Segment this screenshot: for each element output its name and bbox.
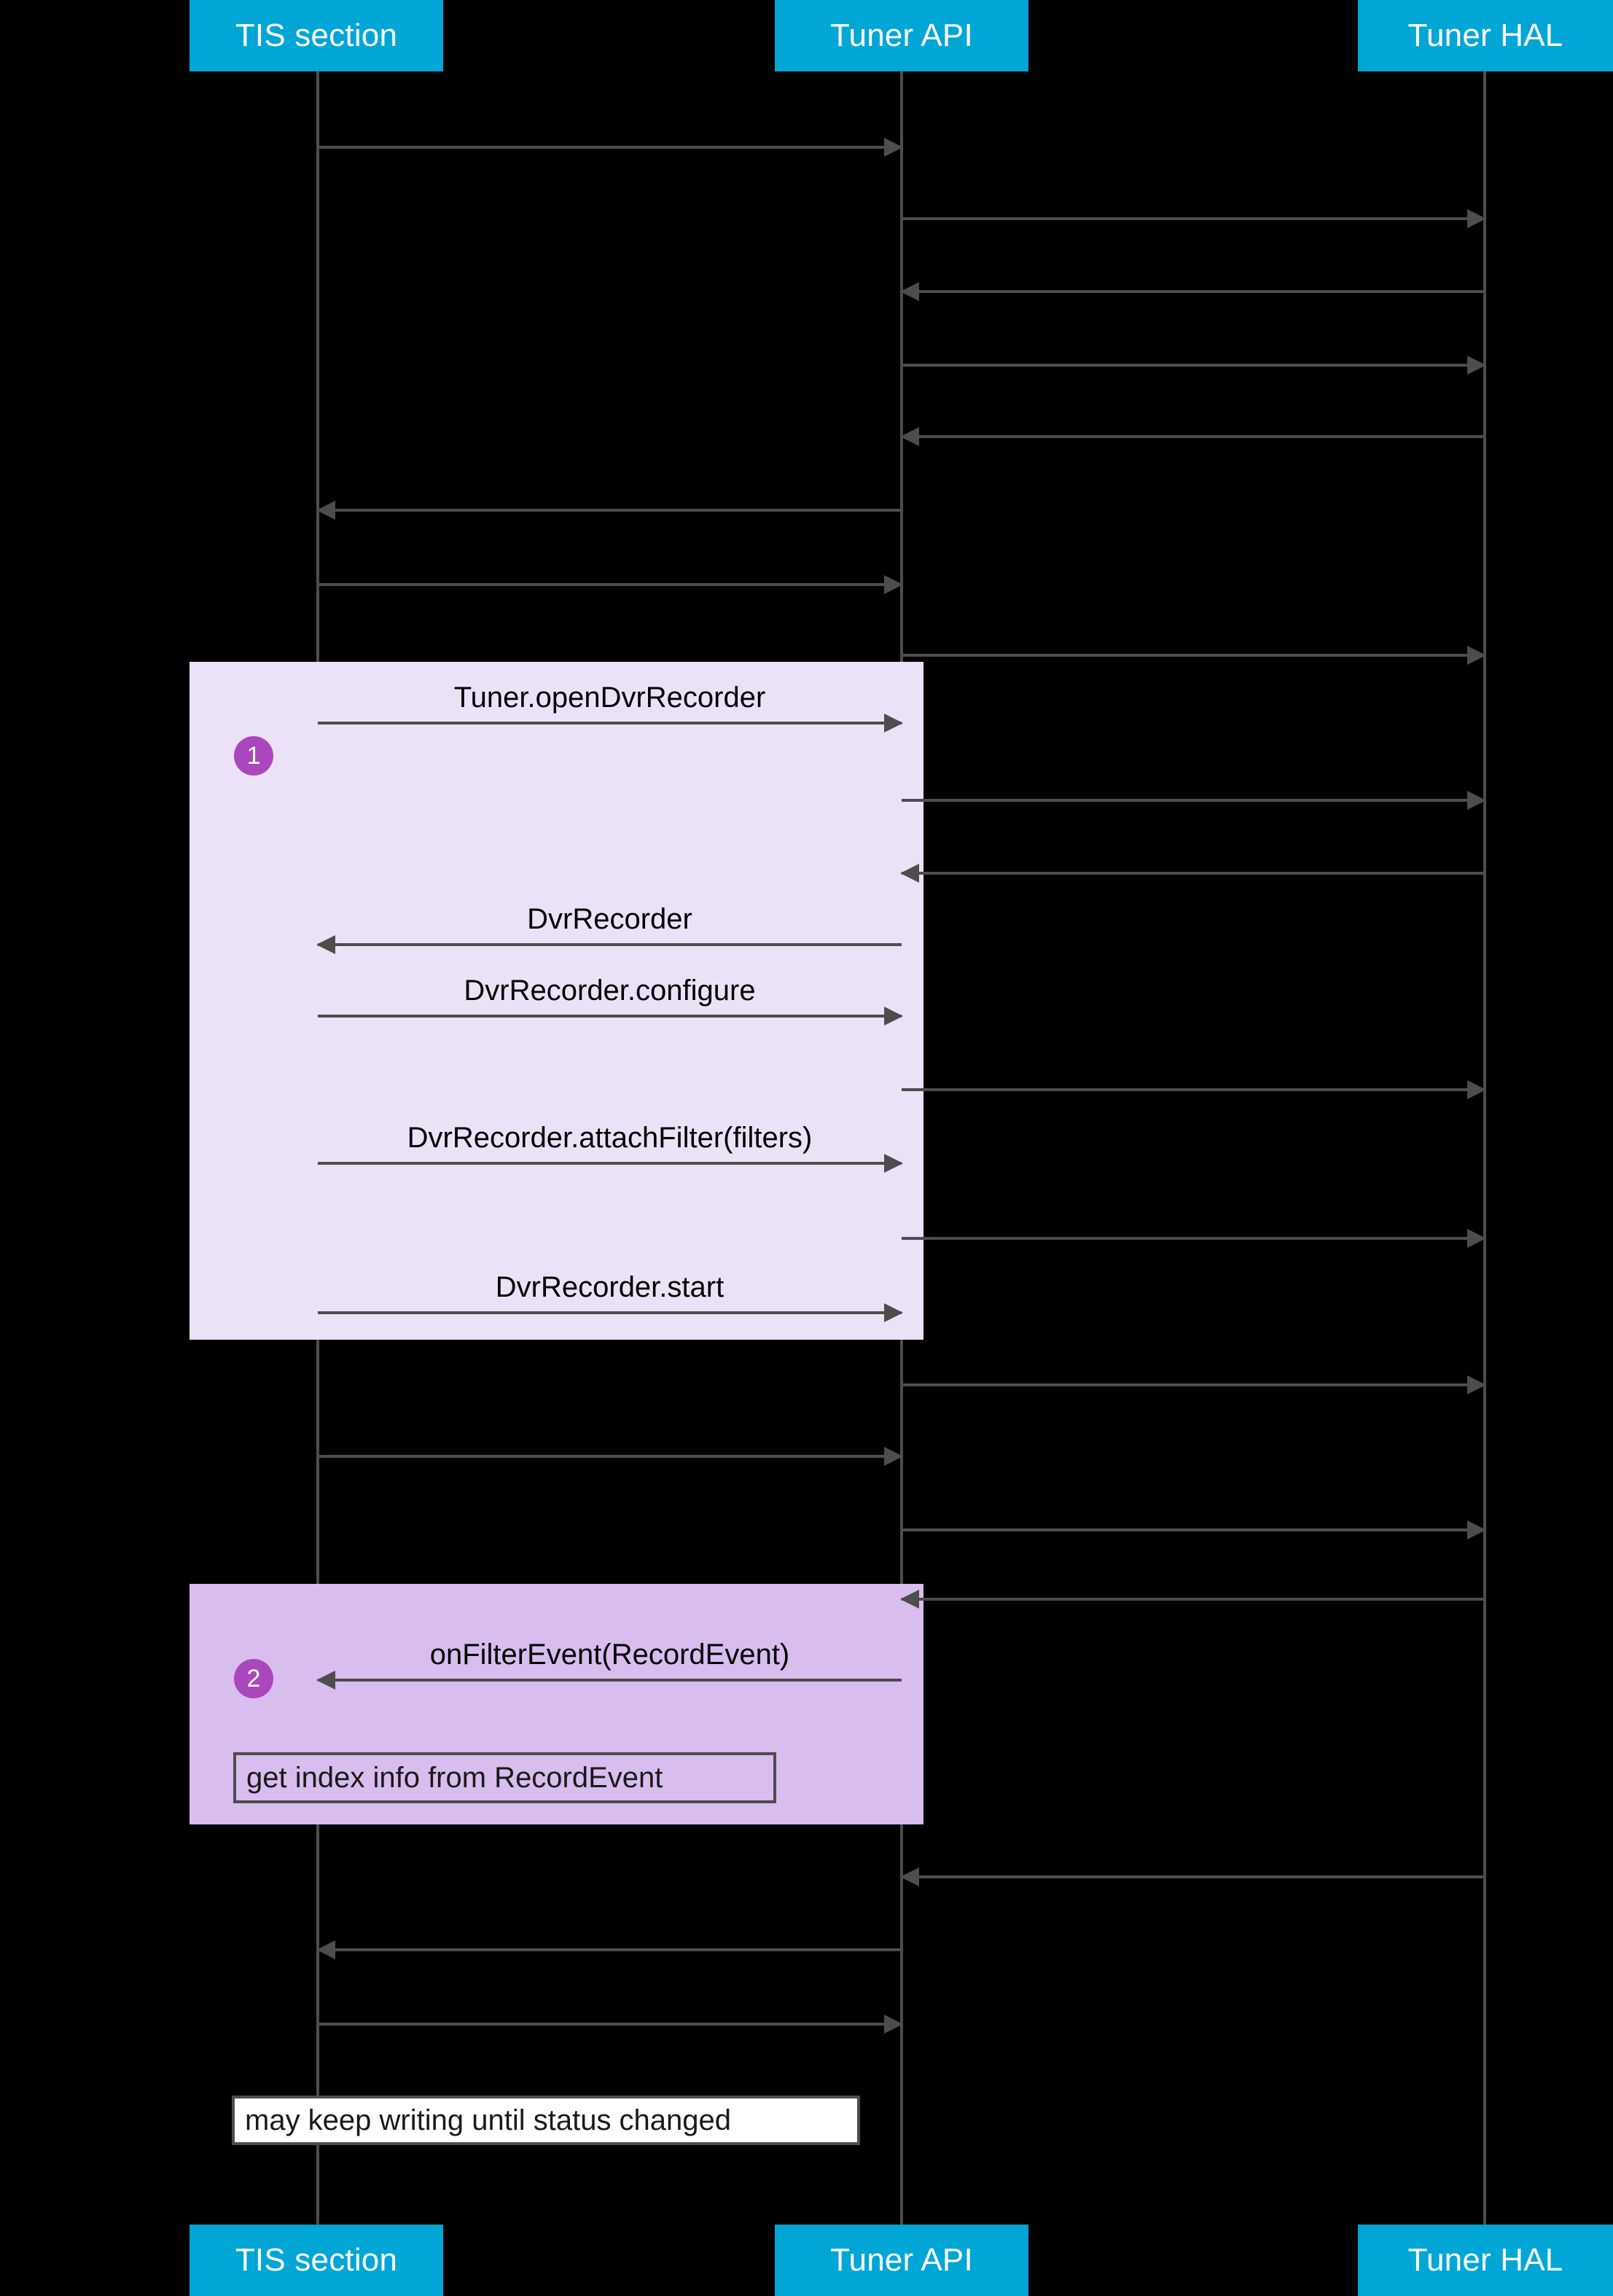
message-line [318, 146, 902, 149]
arrowhead-icon [1467, 791, 1486, 810]
arrowhead-icon [900, 427, 919, 446]
group-2-fragment[interactable] [190, 1584, 923, 1824]
message-line [318, 583, 902, 586]
message-label: DvrRecorder.configure [464, 975, 756, 1007]
message-line [902, 435, 1485, 438]
message-line [902, 1875, 1485, 1878]
message-label: DvrRecorder.attachFilter(filters) [407, 1122, 813, 1154]
message-line [902, 872, 1485, 875]
arrowhead-icon [884, 1303, 903, 1322]
arrowhead-icon [1467, 356, 1486, 375]
group-1-badge: 1 [234, 736, 273, 776]
actor-header-hal-label: Tuner HAL [1407, 17, 1563, 53]
arrowhead-icon [884, 1007, 903, 1026]
message-label: Tuner.openDvrRecorder [453, 682, 766, 714]
arrowhead-icon [316, 1671, 335, 1690]
actor-header-tis[interactable]: TIS section [190, 0, 443, 71]
group-2-badge: 2 [234, 1659, 273, 1698]
message-line [902, 1088, 1485, 1091]
message-line [902, 1237, 1485, 1240]
arrowhead-icon [900, 1867, 919, 1886]
note-get-index-info-label: get index info from RecordEvent [246, 1761, 663, 1794]
message-label: DvrRecorder [527, 903, 692, 935]
actor-header-api[interactable]: Tuner API [775, 0, 1028, 71]
message-line [318, 1679, 902, 1682]
arrowhead-icon [1467, 646, 1486, 665]
actor-header-api-label: Tuner API [830, 17, 973, 53]
arrowhead-icon [1467, 1080, 1486, 1099]
arrowhead-icon [1467, 1375, 1486, 1394]
message-line [318, 1455, 902, 1458]
note-may-keep-writing[interactable]: may keep writing until status changed [232, 2096, 860, 2145]
actor-header-hal[interactable]: Tuner HAL [1358, 0, 1613, 71]
arrowhead-icon [1467, 1520, 1486, 1539]
group-1-fragment[interactable] [190, 662, 923, 1340]
arrowhead-icon [884, 575, 903, 594]
actor-footer-hal-label: Tuner HAL [1407, 2242, 1563, 2278]
actor-footer-tis-label: TIS section [235, 2242, 398, 2278]
lifeline-hal [1483, 71, 1486, 2225]
group-1-badge-label: 1 [246, 742, 261, 770]
message-line [318, 1015, 902, 1018]
arrowhead-icon [900, 1590, 919, 1609]
arrowhead-icon [900, 282, 919, 301]
group-2-badge-label: 2 [246, 1665, 261, 1692]
message-line [318, 722, 902, 725]
message-label: onFilterEvent(RecordEvent) [429, 1639, 790, 1671]
arrowhead-icon [884, 138, 903, 157]
actor-footer-api[interactable]: Tuner API [775, 2225, 1028, 2296]
message-line [902, 217, 1485, 220]
note-get-index-info[interactable]: get index info from RecordEvent [233, 1752, 776, 1803]
message-line [902, 1598, 1485, 1601]
actor-footer-hal[interactable]: Tuner HAL [1358, 2225, 1613, 2296]
message-line [902, 654, 1485, 657]
arrowhead-icon [884, 1154, 903, 1173]
message-line [902, 1383, 1485, 1386]
message-line [902, 290, 1485, 293]
message-line [318, 509, 902, 512]
message-line [902, 364, 1485, 367]
arrowhead-icon [1467, 209, 1486, 228]
arrowhead-icon [900, 864, 919, 883]
arrowhead-icon [316, 935, 335, 954]
arrowhead-icon [884, 1447, 903, 1466]
message-line [318, 1162, 902, 1165]
actor-footer-tis[interactable]: TIS section [190, 2225, 443, 2296]
actor-footer-api-label: Tuner API [830, 2242, 973, 2278]
message-line [902, 1528, 1485, 1531]
arrowhead-icon [316, 501, 335, 520]
message-line [318, 1948, 902, 1951]
actor-header-tis-label: TIS section [235, 17, 398, 53]
message-line [318, 943, 902, 946]
message-line [902, 799, 1485, 802]
note-may-keep-writing-label: may keep writing until status changed [245, 2104, 732, 2136]
message-line [318, 1311, 902, 1314]
arrowhead-icon [316, 1940, 335, 1959]
arrowhead-icon [884, 2015, 903, 2034]
arrowhead-icon [1467, 1229, 1486, 1248]
message-label: DvrRecorder.start [495, 1271, 725, 1303]
message-line [318, 2023, 902, 2026]
arrowhead-icon [884, 714, 903, 733]
